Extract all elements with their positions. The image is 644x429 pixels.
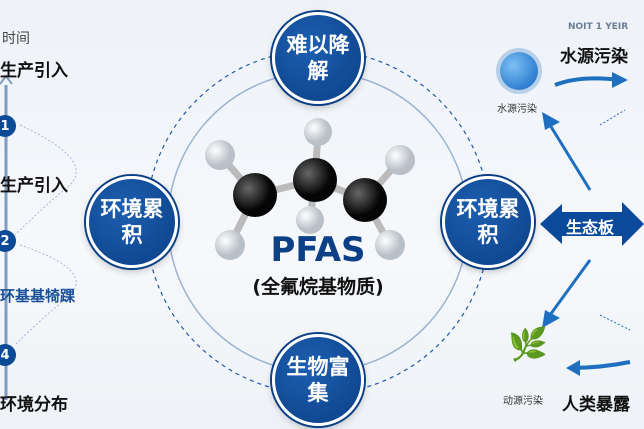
ecosystem-arrow (540, 202, 644, 246)
timeline-header: 时间 (2, 31, 30, 47)
logo-text: NOIT 1 YEIR (568, 22, 629, 32)
water-molecule-icon (500, 52, 538, 90)
timeline-item: 生产引入 (0, 176, 68, 196)
human-exposure-title: 人类暴露 (562, 395, 630, 415)
center-subtitle: (全氟烷基物质) (252, 276, 384, 298)
water-label: 水源污染 (497, 104, 537, 115)
timeline-item: 生产引入 (0, 61, 68, 81)
plant-label: 动源污染 (503, 396, 543, 407)
step-badge: 1 (0, 115, 16, 137)
node-accumulation-right: 环境累积 (442, 176, 534, 268)
node-bioaccumulation: 生物富集 (272, 334, 364, 426)
center-title: PFAS (270, 230, 366, 270)
ecosystem-label: 生态板 (566, 218, 615, 237)
node-persistence: 难以降解 (272, 12, 364, 104)
plant-icon: 🌿 (508, 325, 548, 363)
timeline-item: 环基基犄踝 (0, 287, 76, 305)
step-badge: 4 (0, 344, 16, 366)
water-title: 水源污染 (560, 47, 628, 67)
step-badge: 2 (0, 230, 16, 252)
timeline-item: 环境分布 (0, 395, 68, 415)
molecule-icon (205, 118, 415, 260)
node-accumulation-left: 环境累积 (86, 176, 178, 268)
